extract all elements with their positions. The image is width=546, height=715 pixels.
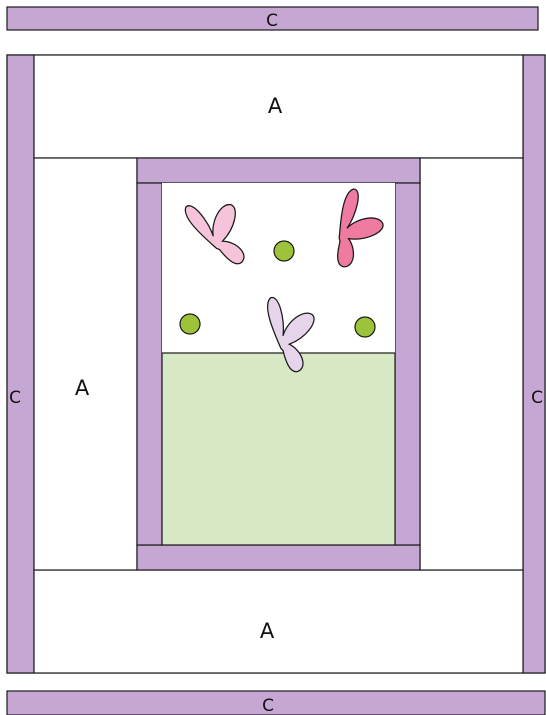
a-bottom-section xyxy=(34,570,523,673)
right-c-label: C xyxy=(531,388,543,408)
inner-frame-top xyxy=(137,158,420,183)
inner-frame-bottom xyxy=(137,545,420,570)
bottom-c-strip xyxy=(7,691,545,715)
left-c-strip xyxy=(7,55,34,673)
left-c-label: C xyxy=(9,388,21,408)
green-dot-icon xyxy=(180,314,200,334)
center-green-panel xyxy=(162,353,395,545)
green-dot-icon xyxy=(355,317,375,337)
top-c-label: C xyxy=(266,11,278,31)
right-c-strip xyxy=(523,55,545,673)
bottom-c-label: C xyxy=(262,696,274,715)
a-top-label: A xyxy=(268,94,283,118)
inner-frame-left xyxy=(137,183,162,545)
a-right-section xyxy=(420,158,523,570)
a-bottom-label: A xyxy=(260,619,275,643)
a-left-label: A xyxy=(75,376,90,400)
inner-frame-right xyxy=(395,183,420,545)
a-left-section xyxy=(34,158,137,570)
green-dot-icon xyxy=(274,241,294,261)
